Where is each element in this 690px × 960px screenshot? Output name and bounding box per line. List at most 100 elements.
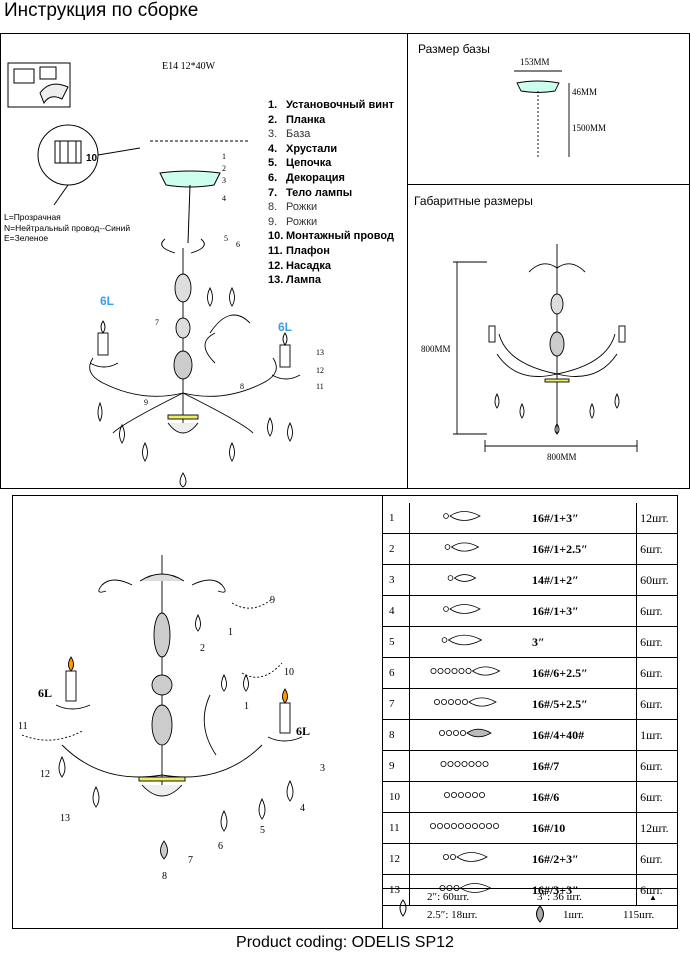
parts-list-item: 2.Планка (268, 113, 394, 128)
parts-list-number: 1. (268, 99, 278, 111)
callout-b2: 2 (200, 643, 205, 654)
crystal-layout-diagram: 9 1 2 10 1 11 12 13 3 4 5 6 7 8 6L 6L (18, 555, 325, 882)
crystal-row-number: 11 (383, 812, 410, 844)
crystal-code: 16#/10 (519, 812, 637, 844)
overall-width-label: 800MM (547, 452, 577, 462)
parts-list-item: 7. Тело лампы (268, 186, 394, 201)
parts-list-item: 1.Установочный винт (268, 98, 394, 113)
parts-list-item: 4.Хрустали (268, 142, 394, 157)
parts-list-item: 3.База (268, 127, 394, 142)
parts-list-item: 5. Цепочка (268, 156, 394, 171)
crystal-code: 16#/3+3″ (519, 874, 637, 906)
parts-list-item: 10.Монтажный провод (268, 229, 394, 244)
crystal-row-number: 4 (383, 595, 410, 627)
total-3in: 3″: 36 шт. (537, 891, 582, 903)
six-l-label-left: 6L (100, 294, 114, 308)
callout-b1a: 1 (228, 627, 233, 638)
parts-list-label: База (286, 128, 311, 141)
crystal-row-number: 13 (383, 874, 410, 906)
crystal-table-row: 13 16#/3+3″6шт. (383, 874, 678, 906)
six-l-label-bottom-right: 6L (296, 724, 310, 738)
crystal-row-number: 10 (383, 781, 410, 813)
parts-list-item: 6.Декорация (268, 171, 394, 186)
callout-b10: 10 (284, 667, 294, 678)
base-height-label: 46MM (572, 87, 597, 97)
assembly-diagram: 10 1 2 3 (7, 62, 324, 488)
parts-list-number: 5. (268, 157, 278, 170)
crystal-code: 16#/1+2.5″ (519, 533, 637, 565)
crystal-drop-icon (409, 595, 520, 627)
callout-b3: 3 (320, 763, 325, 774)
crystal-quantity: 6шт. (636, 874, 678, 906)
callout-3: 3 (222, 176, 226, 185)
parts-list-number: 9. (268, 215, 278, 228)
parts-list-label: Цепочка (286, 157, 332, 170)
parts-list-number: 8. (268, 201, 278, 214)
callout-b5: 5 (260, 825, 265, 836)
crystal-quantity: 6шт. (636, 595, 678, 627)
crystal-drop-icon (409, 719, 520, 751)
total-25in: 2.5″: 18шт. (427, 909, 478, 921)
crystal-code: 16#/1+3″ (519, 503, 637, 534)
parts-list-number: 13. (268, 274, 284, 287)
ceiling-mount-icon (150, 140, 250, 244)
callout-b6: 6 (218, 841, 223, 852)
callout-8: 8 (240, 382, 244, 391)
crystal-drop-icon (409, 626, 520, 658)
crystal-code: 16#/4+40# (519, 719, 637, 751)
overall-size-diagram: 800MM 800MM (421, 244, 638, 462)
base-size-heading: Размер базы (418, 42, 490, 56)
parts-list-number: 4. (268, 142, 278, 155)
crystal-row-number: 7 (383, 688, 410, 720)
callout-4: 4 (222, 194, 226, 203)
crystal-drop-icon (409, 657, 520, 689)
overall-size-heading: Габаритные размеры (414, 194, 533, 208)
chandelier-body (89, 238, 301, 488)
switch-box-icon (7, 62, 71, 108)
crystal-row-number: 1 (383, 503, 410, 534)
crystal-drop-icon (409, 750, 520, 782)
crystal-drop-icon (409, 781, 520, 813)
total-ball: 1шт. (563, 909, 584, 921)
callout-b1b: 1 (244, 701, 249, 712)
lamp-spec: E14 12*40W (162, 61, 216, 72)
parts-list-label: Монтажный провод (286, 230, 394, 243)
parts-list-label: Насадка (286, 259, 332, 272)
parts-list-number: 7. (268, 186, 278, 199)
overall-height-label: 800MM (421, 344, 451, 354)
crystal-code: 16#/1+3″ (519, 595, 637, 627)
parts-list-label: Лампа (286, 274, 322, 287)
six-l-label-bottom-left: 6L (38, 686, 52, 700)
callout-11: 11 (316, 382, 324, 391)
crystal-quantity: 1шт. (636, 719, 678, 751)
crystal-quantity: 12шт. (636, 503, 678, 534)
callout-b12: 12 (40, 769, 50, 780)
crystal-drop-icon (409, 812, 520, 844)
crystal-code: 14#/1+2″ (519, 564, 637, 596)
terminal-block-icon (37, 124, 141, 206)
crystal-row-number: 8 (383, 719, 410, 751)
total-2in: 2″: 60шт. (427, 891, 470, 903)
crystal-drop-icon (409, 503, 520, 534)
parts-list-number: 11. (268, 244, 283, 257)
callout-7: 7 (155, 318, 159, 327)
base-size-diagram: 153MM 46MM 1500MM (514, 57, 606, 157)
callout-b11: 11 (18, 721, 28, 732)
totals-block: 2″: 60шт. 3″: 36 шт. 2.5″: 18шт. 1шт. ▲ … (383, 888, 678, 929)
base-width-label: 153MM (520, 57, 550, 67)
callout-b8: 8 (162, 871, 167, 882)
parts-list-label: Тело лампы (286, 186, 353, 199)
crystal-quantity: 6шт. (636, 843, 678, 875)
crystal-quantity: 60шт. (636, 564, 678, 596)
crystal-code: 16#/5+2.5″ (519, 688, 637, 720)
